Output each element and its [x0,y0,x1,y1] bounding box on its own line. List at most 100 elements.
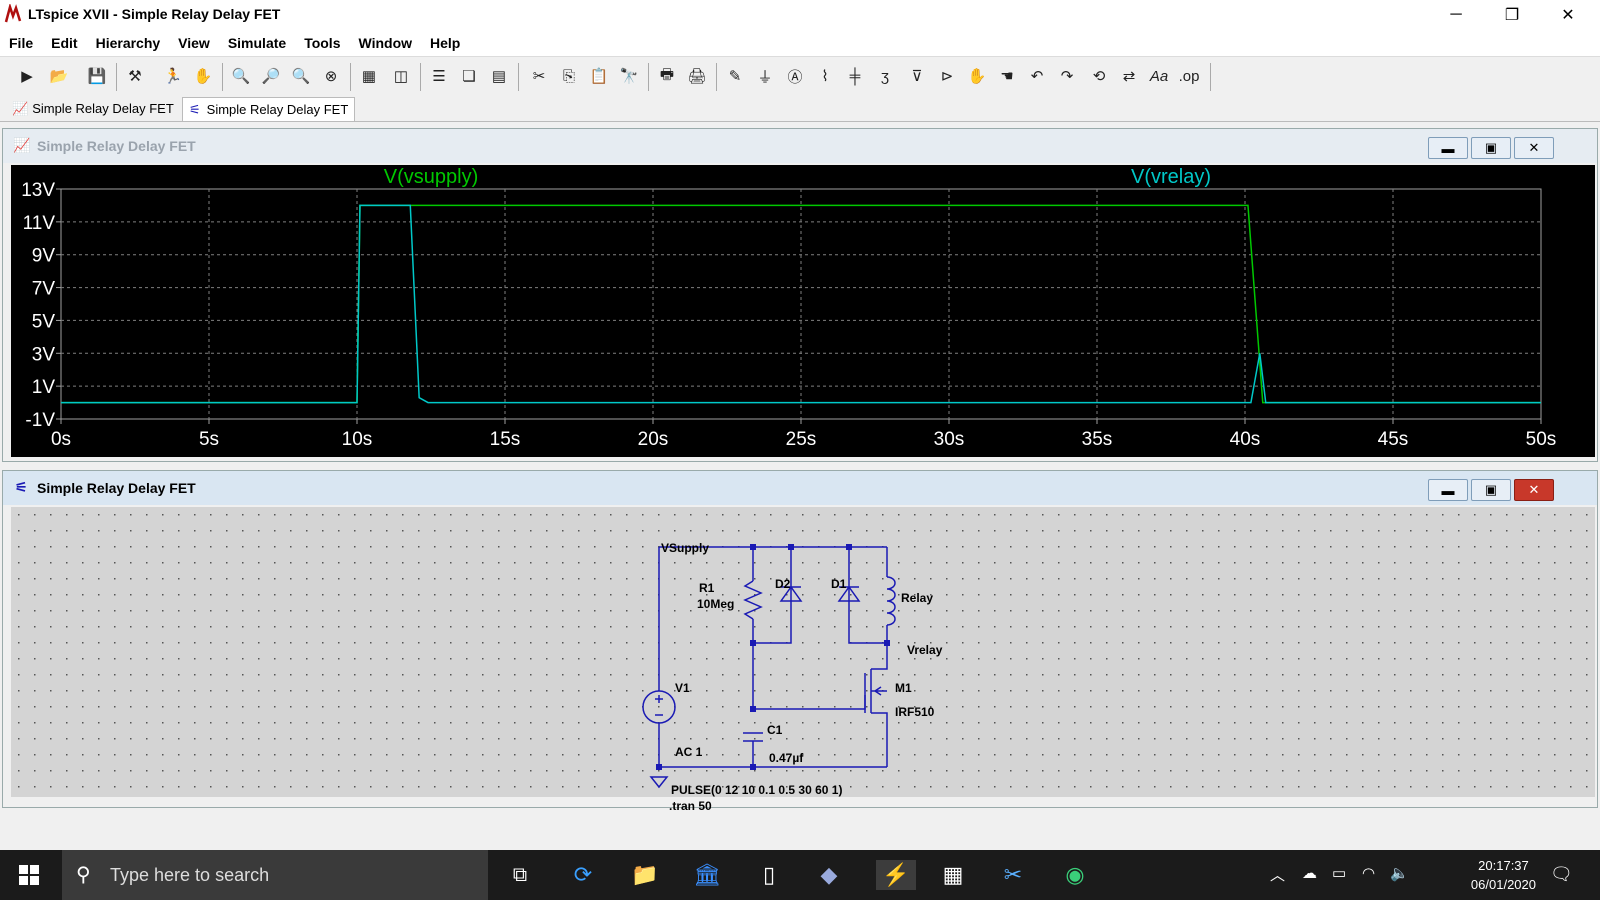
resistor-r1[interactable] [743,580,763,620]
mirror-icon[interactable]: ⇄ [1122,68,1136,85]
wire-d1[interactable] [848,547,887,644]
minimize-button[interactable]: ─ [1428,0,1484,30]
sync-app-icon[interactable]: ⟳ [573,862,593,887]
capacitor-c1[interactable] [743,732,763,742]
taskbar-search-box[interactable]: ⚲ Type here to search [62,850,488,900]
open-folder-icon[interactable]: 📂 [49,68,69,85]
undo-icon[interactable]: ↶ [1030,68,1044,85]
menu-edit[interactable]: Edit [51,35,78,51]
zoom-pan-icon[interactable]: 🔎 [261,68,281,85]
wifi-icon[interactable]: ◠ [1362,865,1376,882]
diode-d1[interactable] [837,585,861,602]
restore-button[interactable]: ❐ [1484,0,1540,30]
x-tick-label: 20s [638,429,669,450]
zoom-in-icon[interactable]: 🔍 [231,68,251,85]
find-icon[interactable]: 🔭 [619,68,639,85]
control-panel-icon[interactable]: ⚒ [128,68,142,85]
file-explorer-icon[interactable]: 📁 [631,862,659,887]
redo-icon[interactable]: ↷ [1060,68,1074,85]
cut-icon[interactable]: ✂ [532,68,546,85]
calculator-icon[interactable]: ▦ [942,862,964,887]
toolbar-separator [1210,63,1211,91]
schematic-canvas[interactable]: VSupply R1 10Meg D2 D1 Relay Vrelay M1 I… [11,507,1595,813]
tab-schematic[interactable]: ⚟ Simple Relay Delay FET [182,97,356,121]
halt-icon[interactable]: ✋ [193,68,213,85]
edge-dev-icon[interactable]: ◉ [1065,862,1085,887]
trace-label: V(vrelay) [1131,166,1211,188]
tile-vertical-icon[interactable]: ▤ [491,68,507,85]
ltspice-taskbar-icon[interactable]: ⚡ [876,860,916,890]
junction-dots [656,544,890,770]
schematic-svg[interactable] [11,507,1595,797]
waveform-minimize-button[interactable]: ▬ [1428,137,1468,159]
spice-directive-icon[interactable]: .op [1178,67,1200,85]
menu-hierarchy[interactable]: Hierarchy [95,35,161,51]
print-setup-icon[interactable]: 🖶 [659,65,675,83]
onedrive-icon[interactable]: ☁ [1302,865,1317,882]
schematic-close-button[interactable]: ✕ [1514,479,1554,501]
y-tick-label: 13V [21,180,55,201]
capacitor-icon[interactable]: ╪ [849,67,861,85]
waveform-icon[interactable]: ◫ [393,68,409,85]
y-tick-label: 5V [32,311,56,332]
volume-icon[interactable]: 🔈 [1390,865,1409,882]
tray-chevron-up-icon[interactable]: ︿ [1270,867,1286,884]
menu-window[interactable]: Window [358,35,413,51]
voltage-source-v1[interactable] [642,690,676,724]
tab-waveform[interactable]: 📈 Simple Relay Delay FET [6,97,180,120]
resistor-icon[interactable]: ⌇ [821,68,829,85]
run-icon[interactable]: 🏃 [163,68,183,85]
ground-icon[interactable]: ⏚ [757,68,773,86]
notes-app-icon[interactable]: ◆ [820,862,838,887]
menu-simulate[interactable]: Simulate [227,35,287,51]
close-button[interactable]: ✕ [1540,0,1596,30]
move-icon[interactable]: ✋ [967,68,987,85]
text-icon[interactable]: Aa [1149,67,1169,85]
autorange-icon[interactable]: ▦ [361,68,377,85]
document-app-icon[interactable]: ▯ [762,862,776,887]
wire-fet[interactable] [871,643,888,767]
cascade-icon[interactable]: ❏ [462,68,476,85]
x-tick-label: 15s [490,429,521,450]
snipping-tool-icon[interactable]: ✂ [1003,862,1023,887]
rotate-icon[interactable]: ⟲ [1092,68,1106,85]
diode-d2[interactable] [779,585,803,602]
battery-icon[interactable]: ▭ [1332,865,1347,882]
copy-icon[interactable]: ⎘ [562,67,575,85]
print-icon[interactable]: 🖨 [687,68,707,85]
zoom-out-icon[interactable]: 🔍 [291,68,311,85]
taskbar-clock[interactable]: 20:17:37 06/01/2020 [1471,856,1536,894]
inductor-relay[interactable] [886,576,896,626]
menu-tools[interactable]: Tools [304,35,341,51]
menu-view[interactable]: View [178,35,210,51]
schematic-maximize-button[interactable]: ▣ [1471,479,1511,501]
notification-center-icon[interactable]: 🗨 [1550,864,1573,884]
menu-help[interactable]: Help [430,35,461,51]
waveform-maximize-button[interactable]: ▣ [1471,137,1511,159]
task-view-icon[interactable]: ⧉ [512,863,528,886]
bank-app-icon[interactable]: 🏛 [693,862,721,887]
mosfet-m1[interactable] [864,669,887,713]
windows-start-icon[interactable] [14,860,44,890]
save-icon[interactable]: 💾 [87,68,107,85]
zoom-fit-icon[interactable]: ⊗ [324,68,338,85]
diode-icon[interactable]: ⊽ [911,68,923,85]
wire-d2[interactable] [753,547,792,644]
label-net-icon[interactable]: Ⓐ [787,68,803,86]
component-icon[interactable]: ⊳ [940,68,954,85]
tile-horizontal-icon[interactable]: ☰ [432,68,446,85]
new-schematic-icon[interactable]: ▶ [21,68,33,85]
menu-file[interactable]: File [9,35,34,51]
waveform-close-button[interactable]: ✕ [1514,137,1554,159]
ground-icon[interactable] [649,776,669,789]
drag-icon[interactable]: ☚ [1000,68,1014,85]
paste-icon[interactable]: 📋 [589,68,609,85]
draw-wire-icon[interactable]: ✎ [728,68,742,85]
waveform-file-icon: 📈 [12,100,29,116]
y-tick-label: -1V [25,410,55,431]
schematic-minimize-button[interactable]: ▬ [1428,479,1468,501]
inductor-icon[interactable]: ʒ [880,67,890,85]
